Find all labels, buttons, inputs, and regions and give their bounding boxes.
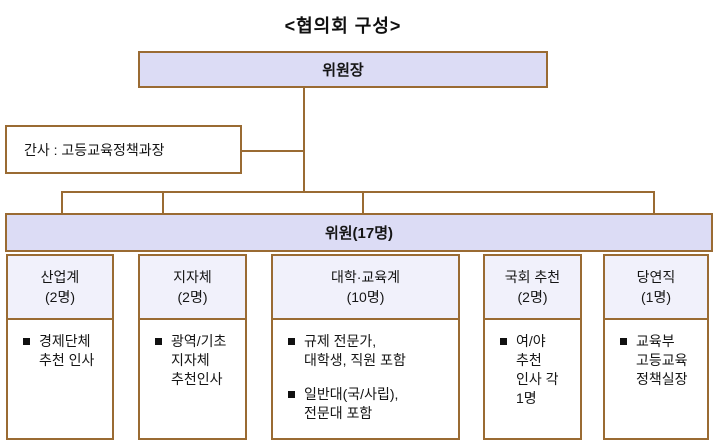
column-exofficio: 당연직 (1명) 교육부 고등교육 정책실장 (603, 254, 709, 440)
column-industry-body: 경제단체 추천 인사 (8, 320, 112, 438)
members-bar: 위원(17명) (5, 213, 713, 252)
bullet-text: 일반대(국/사립), 전문대 포함 (304, 386, 399, 421)
column-count: (1명) (641, 289, 671, 305)
column-count: (2명) (177, 289, 208, 305)
column-name: 당연직 (636, 269, 676, 285)
column-count: (10명) (346, 289, 385, 305)
connector-drop-line (362, 191, 364, 213)
secretary-label: 간사 : 고등교육정책과장 (24, 141, 165, 158)
column-university-education-header: 대학·교육계 (10명) (273, 256, 458, 320)
bullet-square-icon (155, 338, 162, 345)
bullet-text: 여/야 추천 인사 각 1명 (516, 333, 559, 406)
column-university-education-body: 규제 전문가, 대학생, 직원 포함 일반대(국/사립), 전문대 포함 (273, 320, 458, 438)
connector-drop-line (653, 191, 655, 213)
list-item: 여/야 추천 인사 각 1명 (498, 332, 574, 408)
bullet-text: 광역/기초 지자체 추천인사 (171, 333, 227, 387)
bullet-text: 경제단체 추천 인사 (39, 333, 95, 368)
bullet-text: 교육부 고등교육 정책실장 (636, 333, 688, 387)
page-title: <협의회 구성> (284, 16, 402, 36)
bullet-square-icon (500, 338, 507, 345)
members-bar-label: 위원(17명) (324, 225, 394, 242)
column-assembly-header: 국회 추천 (2명) (485, 256, 580, 320)
bullet-square-icon (23, 338, 30, 345)
connector-secretary-line (242, 150, 305, 152)
column-industry: 산업계 (2명) 경제단체 추천 인사 (6, 254, 114, 440)
column-count: (2명) (517, 289, 548, 305)
column-exofficio-header: 당연직 (1명) (605, 256, 707, 320)
secretary-box: 간사 : 고등교육정책과장 (5, 125, 242, 174)
column-name: 산업계 (40, 269, 80, 285)
column-exofficio-body: 교육부 고등교육 정책실장 (605, 320, 707, 438)
bullet-square-icon (288, 338, 295, 345)
list-item: 경제단체 추천 인사 (21, 332, 106, 370)
column-name: 대학·교육계 (330, 269, 401, 285)
connector-distribution-line (61, 191, 655, 193)
connector-drop-line (61, 191, 63, 213)
column-name: 국회 추천 (504, 269, 561, 285)
connector-drop-line (162, 191, 164, 213)
list-item: 교육부 고등교육 정책실장 (618, 332, 701, 389)
column-industry-header: 산업계 (2명) (8, 256, 112, 320)
column-assembly: 국회 추천 (2명) 여/야 추천 인사 각 1명 (483, 254, 582, 440)
column-university-education: 대학·교육계 (10명) 규제 전문가, 대학생, 직원 포함 일반대(국/사립… (271, 254, 460, 440)
connector-stem-line (303, 88, 305, 192)
column-local-gov: 지자체 (2명) 광역/기초 지자체 추천인사 (138, 254, 247, 440)
bullet-square-icon (288, 391, 295, 398)
column-local-gov-body: 광역/기초 지자체 추천인사 (140, 320, 245, 438)
chairman-label: 위원장 (322, 62, 364, 79)
list-item: 규제 전문가, 대학생, 직원 포함 (286, 332, 452, 370)
column-assembly-body: 여/야 추천 인사 각 1명 (485, 320, 580, 438)
list-item: 일반대(국/사립), 전문대 포함 (286, 385, 452, 423)
chairman-box: 위원장 (138, 51, 548, 88)
column-name: 지자체 (173, 269, 212, 285)
bullet-text: 규제 전문가, 대학생, 직원 포함 (304, 333, 406, 368)
column-count: (2명) (45, 289, 75, 305)
bullet-square-icon (620, 338, 627, 345)
list-item: 광역/기초 지자체 추천인사 (153, 332, 239, 389)
column-local-gov-header: 지자체 (2명) (140, 256, 245, 320)
